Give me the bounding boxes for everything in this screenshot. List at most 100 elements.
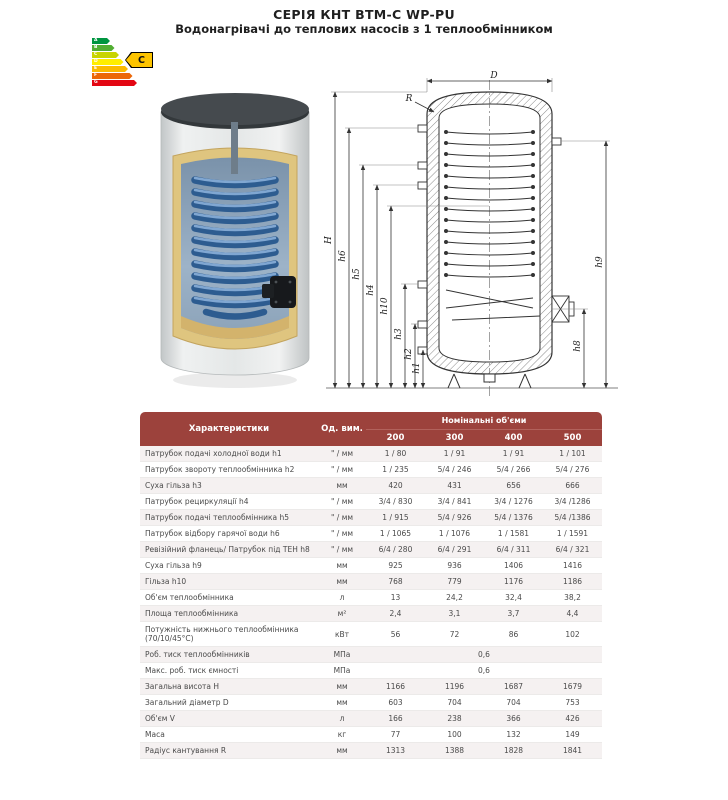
row-unit: кВт (318, 622, 366, 647)
row-value: 3/4 /1286 (543, 494, 602, 510)
row-value: 1186 (543, 574, 602, 590)
row-value: 6/4 / 291 (425, 542, 484, 558)
row-value: 656 (484, 478, 543, 494)
row-value: 86 (484, 622, 543, 647)
col-header-volume-300: 300 (425, 430, 484, 446)
row-unit: кг (318, 727, 366, 743)
row-characteristic: Патрубок відбору гарячої води h6 (140, 526, 318, 542)
row-value: 779 (425, 574, 484, 590)
row-value: 666 (543, 478, 602, 494)
row-value: 132 (484, 727, 543, 743)
row-value: 6/4 / 311 (484, 542, 543, 558)
energy-indicator-arrow: C (126, 53, 152, 67)
energy-class-letter: A (94, 37, 98, 43)
row-value: 1828 (484, 743, 543, 759)
page-title: СЕРІЯ КНТ ВТМ-С WP-PU (273, 7, 455, 22)
row-value: 5/4 / 276 (543, 462, 602, 478)
row-unit: л (318, 590, 366, 606)
row-value: 366 (484, 711, 543, 727)
row-value: 704 (484, 695, 543, 711)
dim-label-h4: h4 (366, 284, 376, 296)
row-characteristic: Загальна висота H (140, 679, 318, 695)
dimension-lines (332, 78, 609, 389)
row-unit: " / мм (318, 462, 366, 478)
row-value: 166 (366, 711, 425, 727)
dim-label-h6: h6 (338, 250, 348, 262)
dim-label-h10: h10 (380, 297, 390, 315)
row-value: 1 / 235 (366, 462, 425, 478)
row-value: 5/4 / 926 (425, 510, 484, 526)
col-header-volume-400: 400 (484, 430, 543, 446)
row-unit: " / мм (318, 510, 366, 526)
tank-top-cap-face (161, 93, 309, 125)
floor-shadow (173, 372, 297, 388)
coil-lower-turn (202, 308, 268, 320)
row-value: 3,1 (425, 606, 484, 622)
row-value: 100 (425, 727, 484, 743)
row-value: 1388 (425, 743, 484, 759)
row-characteristic: Суха гільза h9 (140, 558, 318, 574)
row-unit: " / мм (318, 542, 366, 558)
flange-bolt (274, 280, 278, 284)
energy-class-letter: E (94, 65, 98, 71)
row-value: 38,2 (543, 590, 602, 606)
row-value: 5/4 /1386 (543, 510, 602, 526)
dim-label-h9: h9 (595, 256, 605, 268)
energy-class-bar-b: B (92, 45, 115, 51)
col-header-volume-500: 500 (543, 430, 602, 446)
row-characteristic: Макс. роб. тиск ємності (140, 663, 318, 679)
row-value: 1166 (366, 679, 425, 695)
dim-label-h1: h1 (412, 362, 422, 374)
energy-class-bar-a: A (92, 38, 110, 44)
dim-label-h5: h5 (352, 268, 362, 280)
row-value: 1196 (425, 679, 484, 695)
row-characteristic: Об'єм теплообмінника (140, 590, 318, 606)
row-value: 1687 (484, 679, 543, 695)
flange-bolt (274, 300, 278, 304)
row-value: 2,4 (366, 606, 425, 622)
row-value: 753 (543, 695, 602, 711)
row-value: 6/4 / 321 (543, 542, 602, 558)
energy-class-bar-f: F (92, 73, 133, 79)
row-characteristic: Радіус кантування R (140, 743, 318, 759)
flange-bolt (288, 300, 292, 304)
page-subtitle: Водонагрівачі до теплових насосів з 1 те… (175, 22, 553, 36)
row-value: 102 (543, 622, 602, 647)
row-characteristic: Патрубок подачі теплообмінника h5 (140, 510, 318, 526)
energy-class-indicator: C (125, 52, 153, 68)
row-value: 1 / 1065 (366, 526, 425, 542)
row-value: 420 (366, 478, 425, 494)
row-value: 72 (425, 622, 484, 647)
row-value: 3/4 / 1276 (484, 494, 543, 510)
table-row: Ревізійний фланець/ Патрубок під ТЕН h8"… (140, 542, 602, 558)
row-value: 1 / 915 (366, 510, 425, 526)
row-value: 56 (366, 622, 425, 647)
energy-class-letter: F (94, 72, 98, 78)
row-value: 24,2 (425, 590, 484, 606)
row-value: 1 / 1581 (484, 526, 543, 542)
energy-class-letter: G (94, 79, 98, 85)
row-value: 1 / 101 (543, 446, 602, 462)
row-value: 768 (366, 574, 425, 590)
row-unit: мм (318, 478, 366, 494)
spec-table-header: Характеристики Од. вим. Номінальні об'єм… (140, 412, 602, 446)
row-characteristic: Патрубок звороту теплообмінника h2 (140, 462, 318, 478)
row-value: 1 / 80 (366, 446, 425, 462)
row-value: 77 (366, 727, 425, 743)
row-unit: " / мм (318, 446, 366, 462)
cavity-floor (181, 316, 289, 339)
row-value: 1313 (366, 743, 425, 759)
